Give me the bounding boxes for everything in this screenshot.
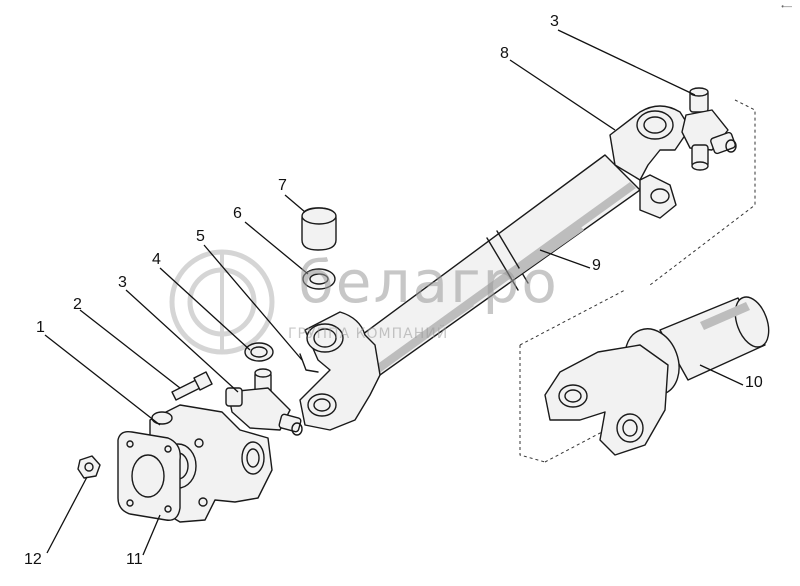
bolt-part-2 (171, 371, 213, 401)
callout-5: 5 (196, 228, 205, 245)
callout-3-upper: 3 (550, 13, 559, 30)
seal-ring-part-4 (244, 342, 274, 362)
bearing-cap-part-7 (301, 207, 337, 251)
lower-cross-part-3 (225, 368, 303, 436)
callout-12: 12 (24, 551, 42, 568)
callout-10: 10 (745, 374, 763, 391)
callout-7: 7 (278, 177, 287, 194)
upper-yoke-part-8 (609, 105, 691, 219)
callout-4: 4 (152, 251, 161, 268)
retainer-clip-part-5 (299, 353, 319, 373)
watermark-logo (169, 249, 275, 355)
callout-11: 11 (126, 551, 143, 568)
callout-1: 1 (36, 319, 45, 336)
callout-6: 6 (233, 205, 242, 222)
lower-shaft-yoke (299, 311, 381, 431)
corner-mark: •— (781, 2, 792, 11)
seal-ring-part-6 (302, 268, 336, 290)
sliding-yoke-part-10 (544, 296, 770, 456)
callout-leaders (44, 29, 744, 556)
callout-8: 8 (500, 45, 509, 62)
callout-2: 2 (73, 296, 82, 313)
gasket-part-11 (117, 430, 181, 521)
upper-cross-part-3 (681, 87, 737, 171)
nut-part-12 (77, 455, 101, 479)
callout-3-lower: 3 (118, 274, 127, 291)
callout-9: 9 (592, 257, 601, 274)
assembly-guide-lines (519, 99, 756, 463)
